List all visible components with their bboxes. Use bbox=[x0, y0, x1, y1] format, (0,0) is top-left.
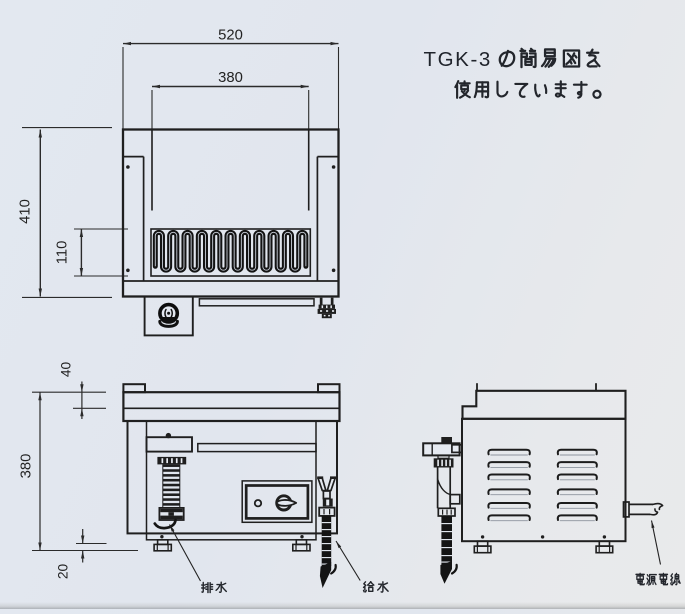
svg-text:20: 20 bbox=[56, 564, 71, 580]
svg-text:TGK-3: TGK-3 bbox=[424, 48, 492, 71]
svg-text:410: 410 bbox=[18, 199, 34, 224]
svg-text:40: 40 bbox=[59, 362, 74, 378]
svg-text:520: 520 bbox=[218, 28, 243, 44]
svg-text:380: 380 bbox=[218, 70, 243, 86]
svg-text:380: 380 bbox=[19, 454, 35, 479]
svg-text:110: 110 bbox=[55, 241, 71, 265]
